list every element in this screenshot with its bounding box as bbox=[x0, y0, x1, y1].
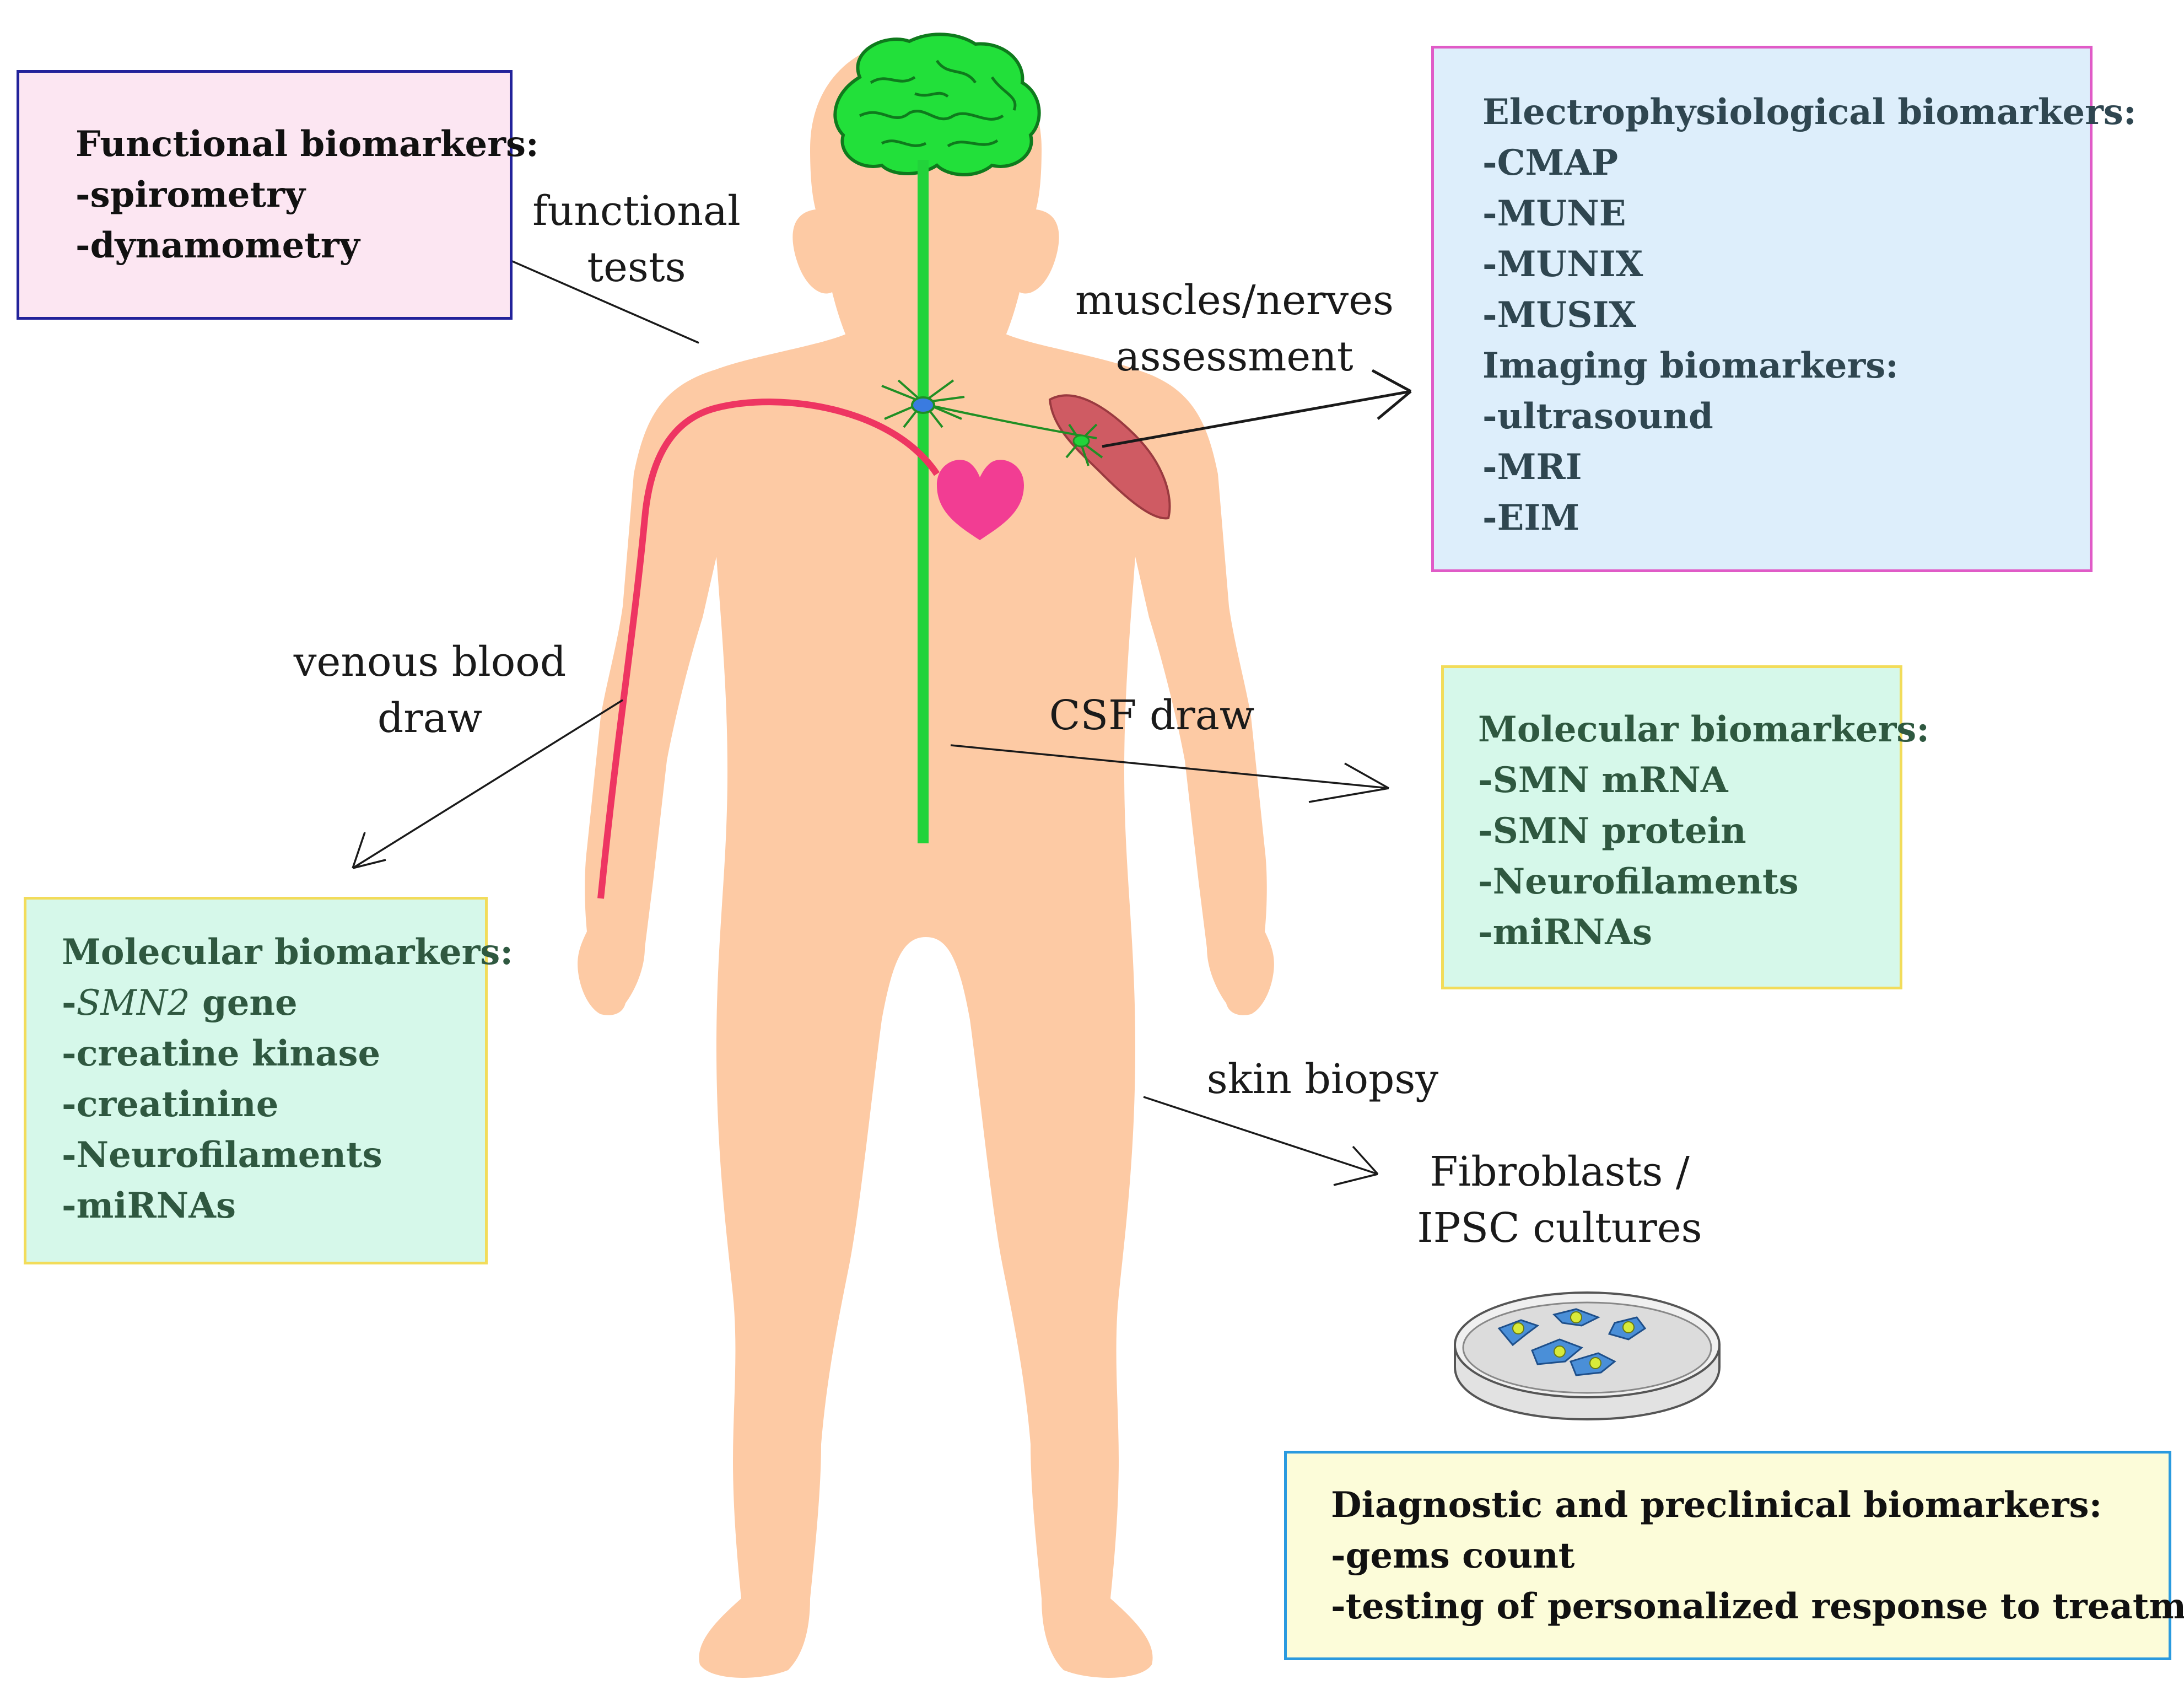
diagnostic-biomarkers-box: Diagnostic and preclinical biomarkers: -… bbox=[1284, 1451, 2184, 1660]
electro-item-musix: -MUSIX bbox=[1482, 294, 1637, 336]
diagnostic-title: Diagnostic and preclinical biomarkers: bbox=[1331, 1484, 2102, 1526]
neuron-body bbox=[911, 396, 935, 414]
blood-item-smn2-gene: -SMN2 gene bbox=[62, 982, 298, 1024]
arrow-venous-blood bbox=[352, 699, 623, 869]
label-muscles-nerves: muscles/nerves assessment bbox=[1075, 277, 1394, 380]
blood-item-neurofilaments: -Neurofilaments bbox=[62, 1134, 382, 1176]
synapse-body bbox=[1072, 434, 1090, 448]
blood-item-mirnas: -miRNAs bbox=[62, 1185, 236, 1226]
electro-item-mune: -MUNE bbox=[1482, 193, 1626, 234]
csf-molecular-title: Molecular biomarkers: bbox=[1478, 709, 1929, 750]
csf-item-neurofilaments: -Neurofilaments bbox=[1478, 861, 1799, 902]
csf-item-smn-mrna: -SMN mRNA bbox=[1478, 760, 1728, 801]
diagnostic-item-testing: -testing of personalized response to tre… bbox=[1331, 1586, 2184, 1627]
neuron-icon bbox=[881, 379, 1103, 466]
imaging-item-eim: -EIM bbox=[1482, 497, 1580, 539]
label-venous-blood: venous blood draw bbox=[293, 638, 567, 742]
csf-item-mirnas: -miRNAs bbox=[1478, 912, 1652, 953]
label-functional-tests: functional tests bbox=[532, 187, 741, 291]
label-skin-biopsy: skin biopsy bbox=[1206, 1056, 1439, 1103]
electro-item-munix: -MUNIX bbox=[1482, 244, 1643, 285]
blood-molecular-title: Molecular biomarkers: bbox=[62, 932, 513, 973]
arrow-muscles-nerves bbox=[1102, 369, 1412, 448]
functional-biomarkers-box: Functional biomarkers: -spirometry -dyna… bbox=[17, 70, 539, 320]
csf-item-smn-protein: -SMN protein bbox=[1478, 810, 1746, 852]
functional-item-2: -dynamometry bbox=[76, 225, 360, 266]
blood-item-creatine-kinase: -creatine kinase bbox=[62, 1033, 381, 1074]
brain-icon bbox=[833, 33, 1041, 176]
smn2-gene-name: SMN2 bbox=[76, 983, 190, 1024]
heart-icon bbox=[937, 460, 1024, 540]
diagnostic-item-gems: -gems count bbox=[1331, 1535, 1575, 1576]
label-csf-draw: CSF draw bbox=[1049, 692, 1255, 739]
brain-shape bbox=[833, 33, 1041, 176]
functional-item-1: -spirometry bbox=[76, 174, 305, 216]
functional-title: Functional biomarkers: bbox=[76, 123, 539, 165]
brain-folds bbox=[859, 60, 1017, 148]
electro-item-cmap: -CMAP bbox=[1482, 142, 1619, 184]
molecular-biomarkers-csf-box: Molecular biomarkers: -SMN mRNA -SMN pro… bbox=[1441, 665, 1929, 989]
imaging-item-mri: -MRI bbox=[1482, 446, 1582, 488]
electro-title: Electrophysiological biomarkers: bbox=[1482, 91, 2137, 133]
spinal-cord bbox=[918, 160, 929, 843]
blood-item-creatinine: -creatinine bbox=[62, 1084, 279, 1125]
muscle-icon bbox=[1048, 394, 1171, 520]
molecular-biomarkers-blood-box: Molecular biomarkers: -SMN2 gene -creati… bbox=[24, 897, 513, 1264]
imaging-item-ultrasound: -ultrasound bbox=[1482, 396, 1713, 437]
label-cultures: Fibroblasts / IPSC cultures bbox=[1417, 1148, 1702, 1252]
petri-dish-icon bbox=[1454, 1291, 1721, 1421]
electrophysiological-biomarkers-box: Electrophysiological biomarkers: -CMAP -… bbox=[1431, 46, 2137, 572]
arrow-skin-biopsy bbox=[1143, 1096, 1379, 1186]
arrow-csf bbox=[950, 744, 1389, 803]
imaging-title: Imaging biomarkers: bbox=[1482, 345, 1899, 386]
cell-nuclei bbox=[1512, 1311, 1635, 1369]
vein-line bbox=[597, 399, 940, 899]
